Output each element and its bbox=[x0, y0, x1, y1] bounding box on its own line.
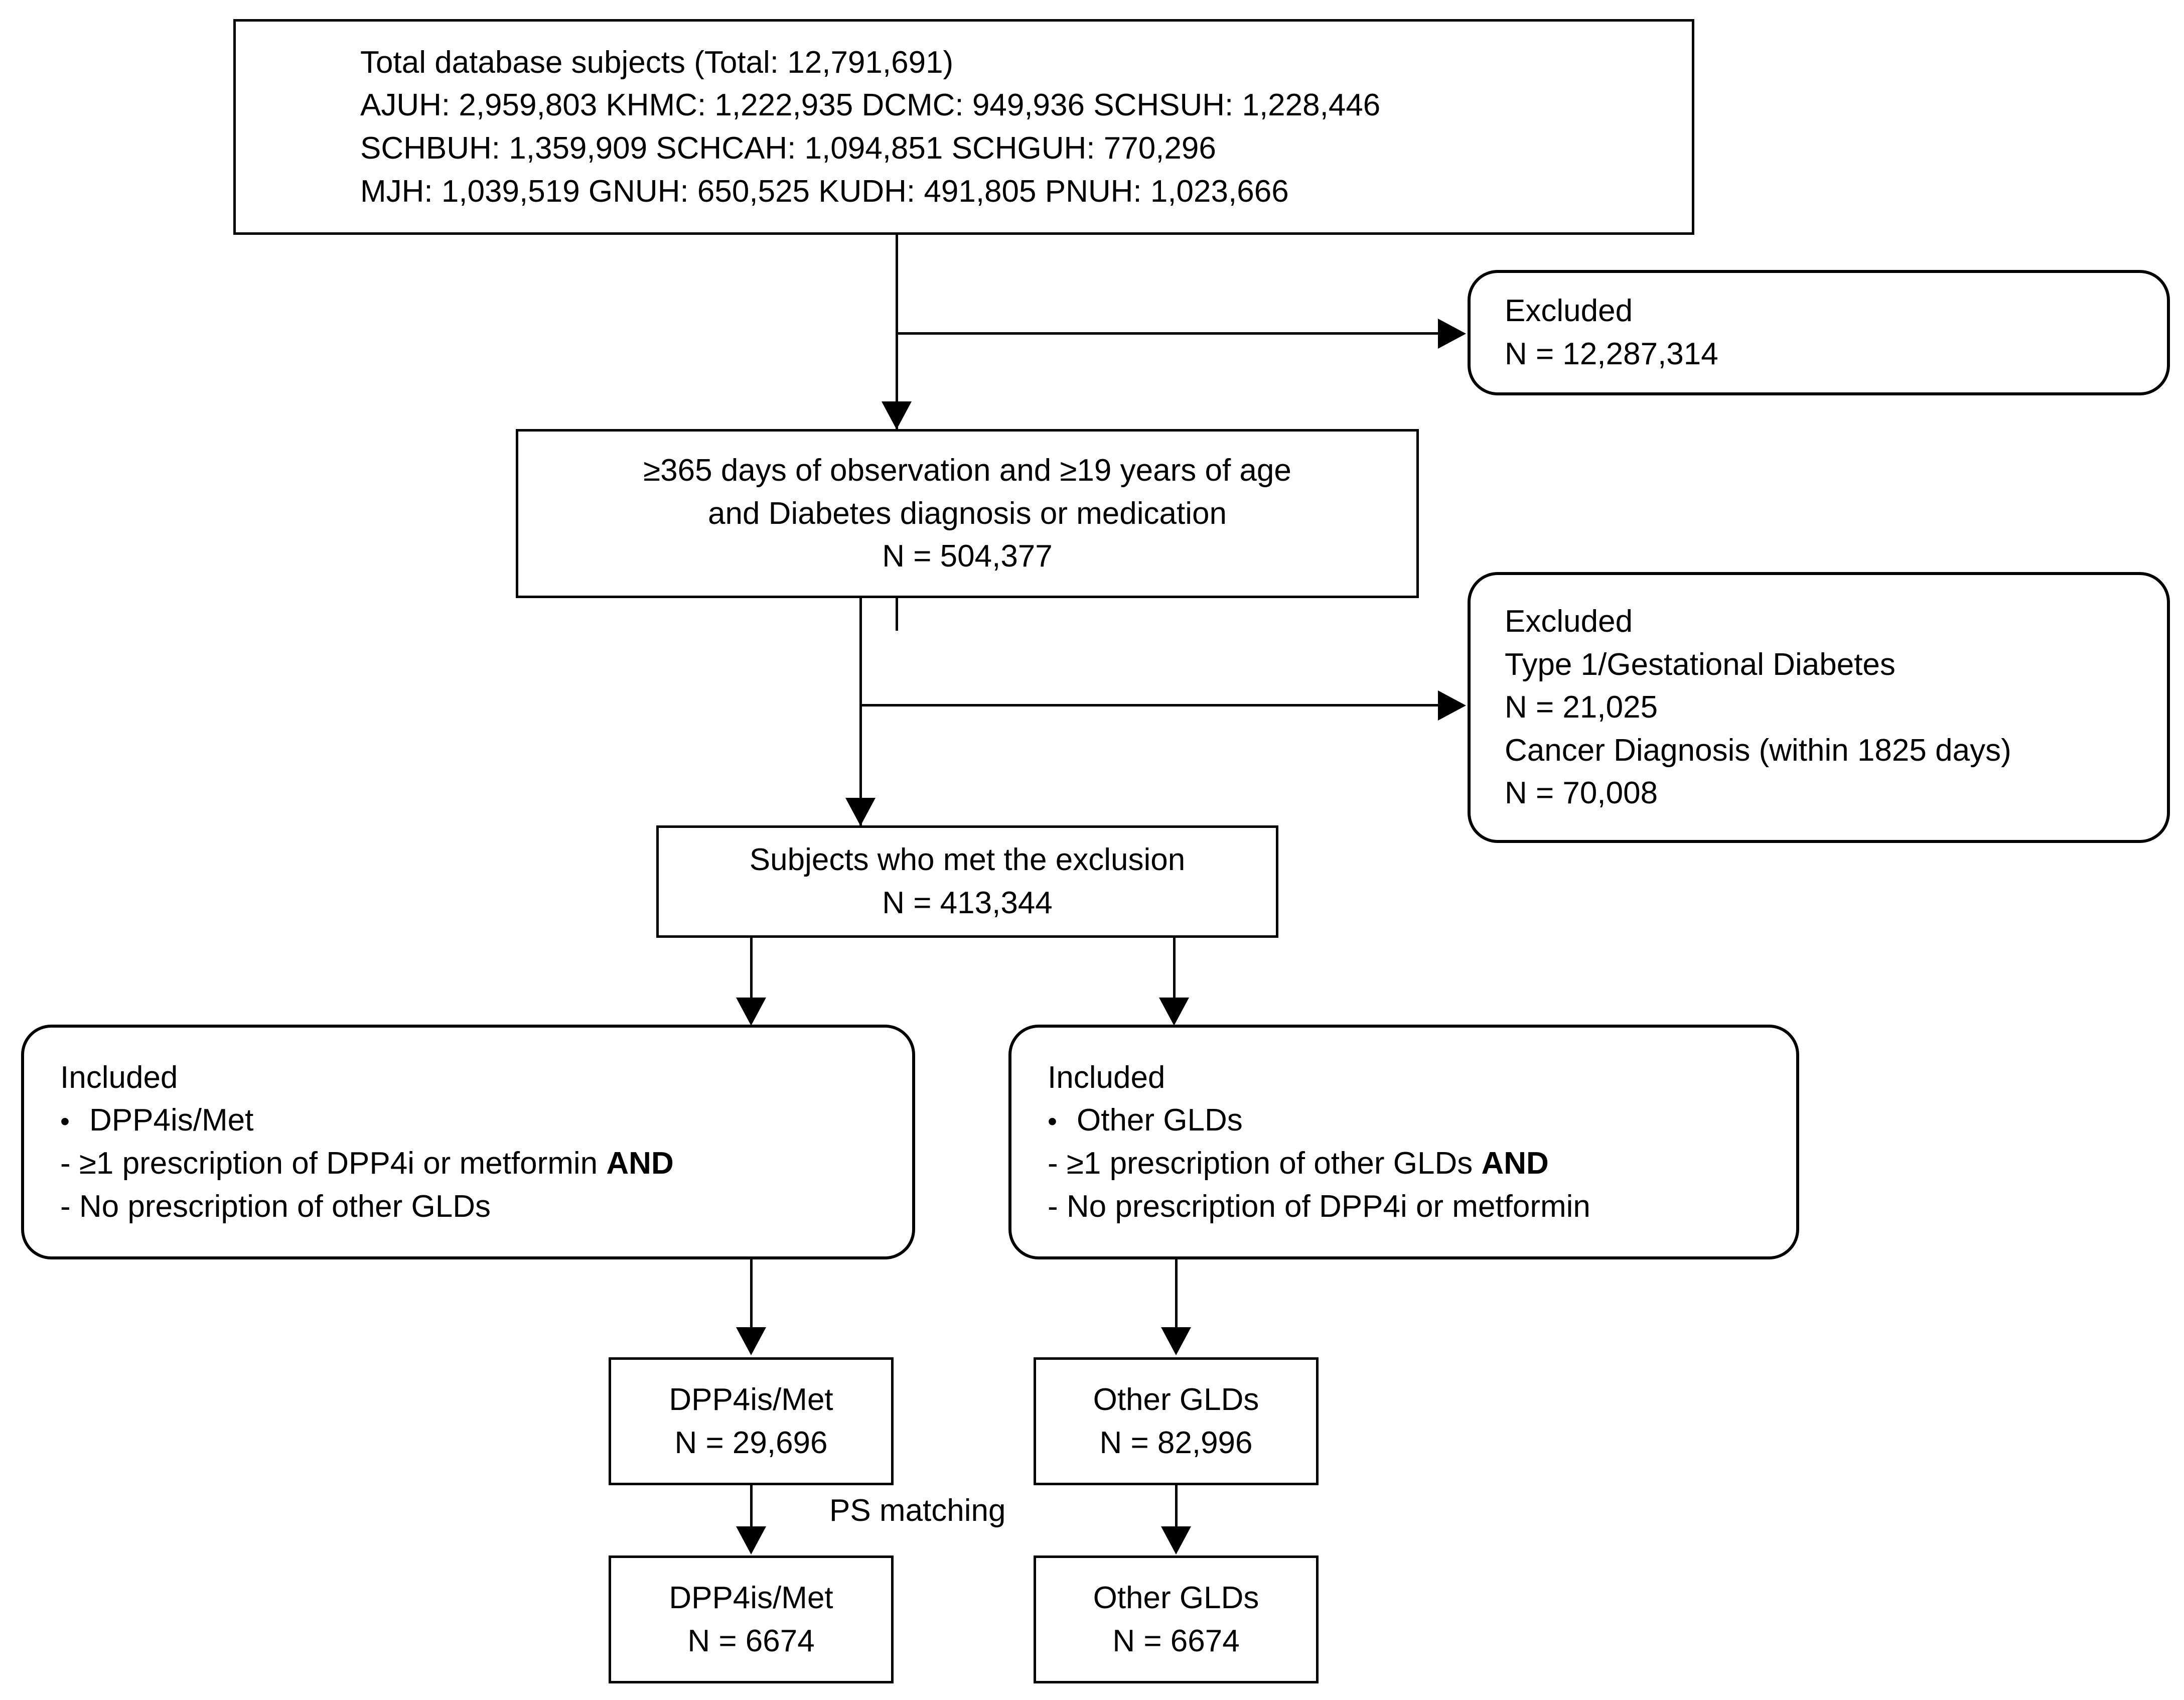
included-right-bullet-row: • Other GLDs bbox=[1048, 1099, 1796, 1142]
included-right-rule-1-and: AND bbox=[1481, 1146, 1549, 1181]
included-left-bullet-label: DPP4is/Met bbox=[89, 1103, 254, 1138]
arm-right-post-line-1: Other GLDs bbox=[1093, 1580, 1259, 1615]
connector-criteria-to-met bbox=[859, 598, 862, 854]
node-excluded-second: Excluded Type 1/Gestational Diabetes N =… bbox=[1468, 572, 2170, 843]
arm-right-pre-line-2: N = 82,996 bbox=[1099, 1425, 1253, 1460]
connector-criteria-to-excluded-2 bbox=[859, 704, 1440, 706]
arm-right-pre-line-1: Other GLDs bbox=[1093, 1382, 1259, 1417]
criteria-line-3: N = 504,377 bbox=[882, 539, 1053, 574]
excluded-2-line-4: Cancer Diagnosis (within 1825 days) bbox=[1505, 733, 2011, 768]
included-left-rule-1: - ≥1 prescription of DPP4i or metformin … bbox=[60, 1142, 912, 1185]
node-other-glds-post-match: Other GLDs N = 6674 bbox=[1034, 1555, 1319, 1683]
arrowhead-arm-left-ps-matching bbox=[736, 1526, 766, 1554]
included-left-rule-1-text: - ≥1 prescription of DPP4i or metformin bbox=[60, 1146, 607, 1181]
arrowhead-criteria-to-excluded-2 bbox=[1438, 690, 1466, 721]
included-right-bullet-label: Other GLDs bbox=[1077, 1103, 1243, 1138]
node-subjects-met-exclusion: Subjects who met the exclusion N = 413,3… bbox=[656, 825, 1278, 938]
criteria-line-1: ≥365 days of observation and ≥19 years o… bbox=[643, 453, 1291, 488]
arrowhead-criteria-to-met bbox=[845, 798, 876, 826]
included-left-rule-2: - No prescription of other GLDs bbox=[60, 1189, 491, 1224]
node-dpp4is-met-post-match: DPP4is/Met N = 6674 bbox=[609, 1555, 894, 1683]
arm-left-pre-line-1: DPP4is/Met bbox=[669, 1382, 833, 1417]
met-line-2: N = 413,344 bbox=[882, 886, 1053, 920]
connector-arm-right-ps-matching bbox=[1175, 1485, 1178, 1530]
met-line-1: Subjects who met the exclusion bbox=[749, 842, 1186, 878]
total-line-2: AJUH: 2,959,803 KHMC: 1,222,935 DCMC: 94… bbox=[360, 88, 1381, 123]
excluded-2-line-3: N = 21,025 bbox=[1505, 690, 1658, 725]
excluded-1-line-1: Excluded bbox=[1505, 294, 1633, 329]
node-dpp4is-met-pre-match: DPP4is/Met N = 29,696 bbox=[609, 1357, 894, 1485]
excluded-1-line-2: N = 12,287,314 bbox=[1505, 337, 1718, 371]
excluded-2-line-2: Type 1/Gestational Diabetes bbox=[1505, 647, 1896, 682]
total-line-4: MJH: 1,039,519 GNUH: 650,525 KUDH: 491,8… bbox=[360, 174, 1289, 209]
included-right-rule-2: - No prescription of DPP4i or metformin bbox=[1048, 1189, 1590, 1224]
arrowhead-met-to-included-right bbox=[1159, 998, 1189, 1026]
bullet-icon: • bbox=[1048, 1106, 1057, 1137]
connector-total-to-excluded-1 bbox=[896, 332, 1440, 335]
included-right-rule-1-text: - ≥1 prescription of other GLDs bbox=[1048, 1146, 1482, 1181]
arrowhead-total-to-criteria bbox=[882, 401, 912, 430]
node-included-other-glds: Included • Other GLDs - ≥1 prescription … bbox=[1008, 1025, 1799, 1259]
included-right-heading: Included bbox=[1048, 1060, 1166, 1095]
included-left-rule-1-and: AND bbox=[606, 1146, 674, 1181]
arrowhead-included-right-to-arm bbox=[1161, 1327, 1191, 1355]
total-line-1: Total database subjects (Total: 12,791,6… bbox=[360, 45, 954, 80]
arrowhead-total-to-excluded-1 bbox=[1438, 319, 1466, 349]
connector-included-left-to-arm bbox=[750, 1259, 753, 1330]
arm-right-post-line-2: N = 6674 bbox=[1112, 1623, 1240, 1658]
excluded-2-line-5: N = 70,008 bbox=[1505, 776, 1658, 811]
included-left-heading: Included bbox=[60, 1060, 178, 1095]
total-line-3: SCHBUH: 1,359,909 SCHCAH: 1,094,851 SCHG… bbox=[360, 131, 1216, 166]
node-total-database-subjects: Total database subjects (Total: 12,791,6… bbox=[233, 19, 1694, 235]
arm-left-post-line-1: DPP4is/Met bbox=[669, 1580, 833, 1615]
node-other-glds-pre-match: Other GLDs N = 82,996 bbox=[1034, 1357, 1319, 1485]
connector-met-to-included-right bbox=[1173, 938, 1176, 1000]
edge-label-ps-matching: PS matching bbox=[829, 1493, 1006, 1528]
arrowhead-met-to-included-left bbox=[736, 998, 766, 1026]
arrowhead-included-left-to-arm bbox=[736, 1327, 766, 1355]
node-inclusion-criteria: ≥365 days of observation and ≥19 years o… bbox=[516, 429, 1419, 598]
bullet-icon: • bbox=[60, 1106, 70, 1137]
arm-left-pre-line-2: N = 29,696 bbox=[674, 1425, 828, 1460]
connector-arm-left-ps-matching bbox=[750, 1485, 753, 1530]
node-excluded-first: Excluded N = 12,287,314 bbox=[1468, 270, 2170, 395]
connector-included-right-to-arm bbox=[1175, 1259, 1178, 1330]
excluded-2-line-1: Excluded bbox=[1505, 604, 1633, 639]
included-left-bullet-row: • DPP4is/Met bbox=[60, 1099, 912, 1142]
criteria-line-2: and Diabetes diagnosis or medication bbox=[708, 496, 1227, 531]
node-included-dpp4is-met: Included • DPP4is/Met - ≥1 prescription … bbox=[21, 1025, 915, 1259]
connector-met-to-included-left bbox=[750, 938, 753, 1000]
arrowhead-arm-right-ps-matching bbox=[1161, 1526, 1191, 1554]
included-right-rule-1: - ≥1 prescription of other GLDs AND bbox=[1048, 1142, 1796, 1185]
arm-left-post-line-2: N = 6674 bbox=[687, 1623, 815, 1658]
